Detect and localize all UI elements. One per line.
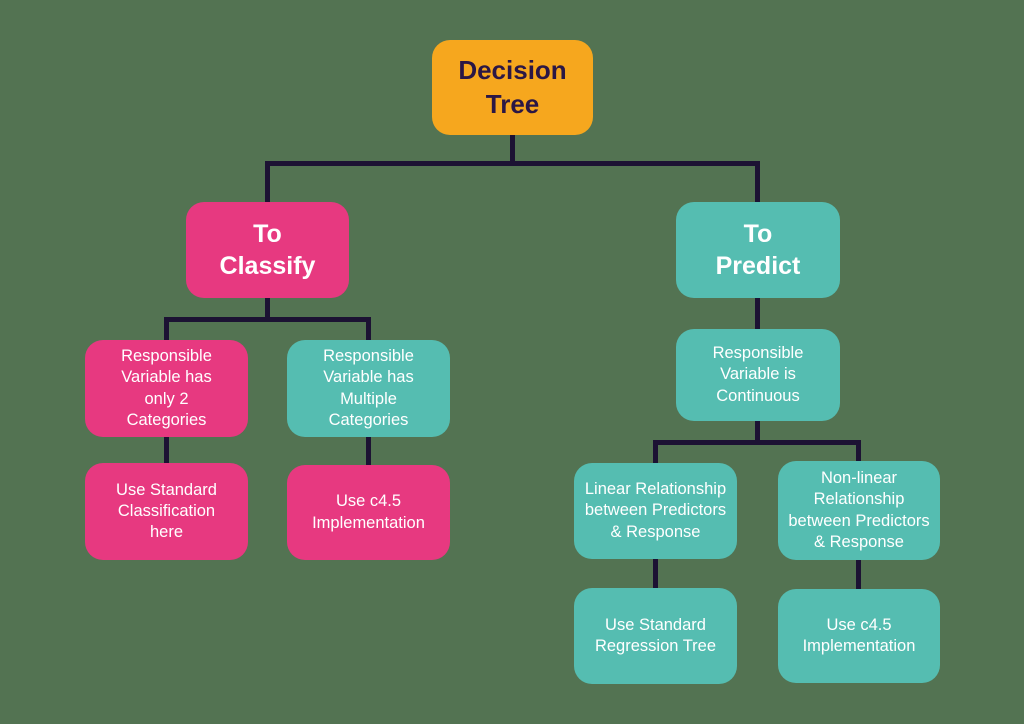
node-decision-tree: Decision Tree bbox=[432, 40, 593, 135]
connector-multi-to-action bbox=[366, 437, 371, 467]
node-use-standard-classification: Use Standard Classification here bbox=[85, 463, 248, 560]
connector-continuous-stem bbox=[755, 421, 760, 445]
connector-drop-to-classify bbox=[265, 161, 270, 206]
connector-predict-stem bbox=[755, 298, 760, 331]
node-to-predict: To Predict bbox=[676, 202, 840, 298]
connector-drop-to-linear bbox=[653, 440, 658, 465]
connector-classify-stem bbox=[265, 298, 270, 320]
node-responsible-continuous: Responsible Variable is Continuous bbox=[676, 329, 840, 421]
connector-binary-to-action bbox=[164, 437, 169, 466]
node-nonlinear-relationship: Non-linear Relationship between Predicto… bbox=[778, 461, 940, 560]
node-use-c45-classify: Use c4.5 Implementation bbox=[287, 465, 450, 560]
connector-classify-split-horizontal bbox=[164, 317, 371, 322]
connector-predict-split-horizontal bbox=[653, 440, 861, 445]
node-to-classify: To Classify bbox=[186, 202, 349, 298]
connector-linear-to-action bbox=[653, 559, 658, 590]
node-use-standard-regression: Use Standard Regression Tree bbox=[574, 588, 737, 684]
node-responsible-2-categories: Responsible Variable has only 2 Categori… bbox=[85, 340, 248, 437]
connector-drop-to-nonlinear bbox=[856, 440, 861, 465]
node-linear-relationship: Linear Relationship between Predictors &… bbox=[574, 463, 737, 559]
connector-drop-to-multi bbox=[366, 317, 371, 344]
connector-drop-to-binary bbox=[164, 317, 169, 344]
node-use-c45-predict: Use c4.5 Implementation bbox=[778, 589, 940, 683]
node-responsible-multiple-categories: Responsible Variable has Multiple Catego… bbox=[287, 340, 450, 437]
connector-root-stem bbox=[510, 135, 515, 166]
connector-nonlinear-to-action bbox=[856, 560, 861, 591]
connector-drop-to-predict bbox=[755, 161, 760, 206]
connector-root-split-horizontal bbox=[265, 161, 760, 166]
